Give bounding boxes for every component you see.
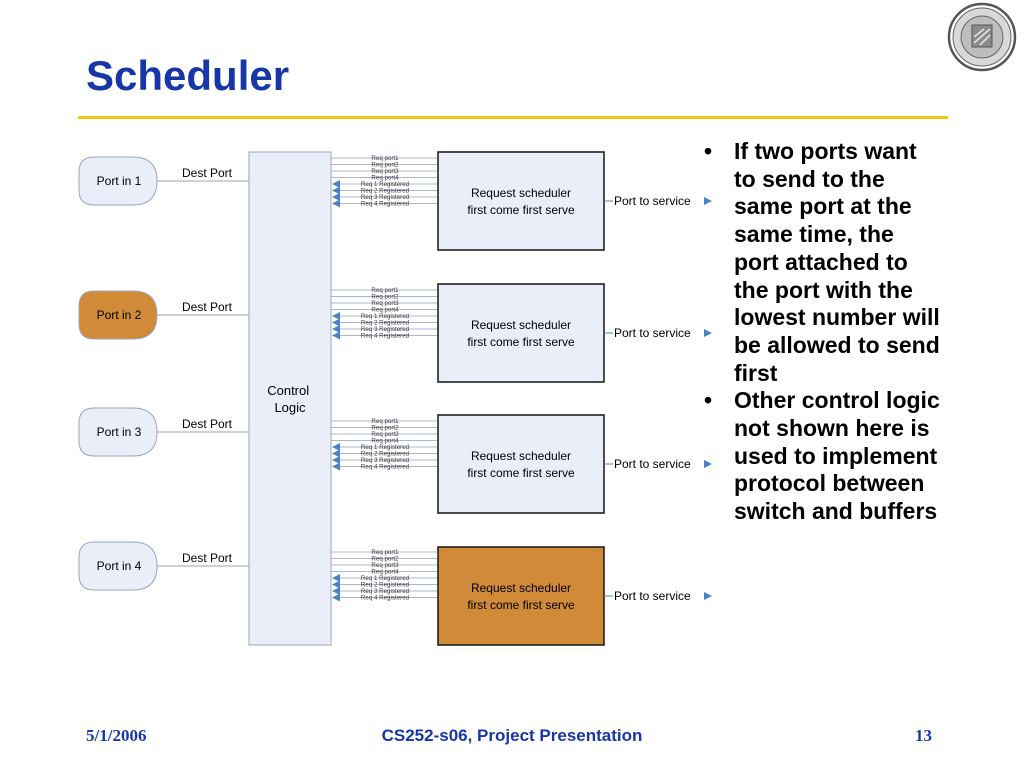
scheduler-line2: first come first serve <box>467 203 575 217</box>
port-shape <box>78 407 158 457</box>
signal-label: Req 2 Registered <box>361 320 410 327</box>
signal-label: Req 4 Registered <box>361 201 410 208</box>
scheduler-line1: Request scheduler <box>471 318 571 332</box>
scheduler-box <box>437 151 605 251</box>
footer-page-number: 13 <box>915 726 932 745</box>
port-in-2: Port in 2 Dest Port <box>78 290 249 340</box>
bullet-item: If two ports want to send to the same po… <box>700 138 940 387</box>
slide-title: Scheduler <box>86 52 290 99</box>
title-underline <box>78 116 948 119</box>
scheduler-box <box>437 283 605 383</box>
dest-port-label: Dest Port <box>182 300 233 314</box>
port-label: Port in 1 <box>97 174 142 188</box>
scheduler-line2: first come first serve <box>467 335 575 349</box>
bullet-item: Other control logic not shown here is us… <box>700 387 940 526</box>
port-label: Port in 4 <box>97 559 142 573</box>
signal-label: Req 4 Registered <box>361 333 410 340</box>
dest-port-label: Dest Port <box>182 166 233 180</box>
signal-label: Req 4 Registered <box>361 595 410 602</box>
signal-label: Req port4 <box>371 175 399 182</box>
scheduler-line1: Request scheduler <box>471 581 571 595</box>
output-arrow-icon <box>704 592 712 600</box>
signal-label: Req port1 <box>371 418 399 425</box>
signal-label: Req 2 Registered <box>361 451 410 458</box>
scheduler-line2: first come first serve <box>467 466 575 480</box>
output-label: Port to service <box>614 589 691 603</box>
signal-label: Req port1 <box>371 155 399 162</box>
bullet-list: If two ports want to send to the same po… <box>700 138 940 526</box>
signal-label: Req 1 Registered <box>361 181 410 188</box>
output-label: Port to service <box>614 194 691 208</box>
signal-label: Req 2 Registered <box>361 582 410 589</box>
scheduler-line2: first come first serve <box>467 598 575 612</box>
port-shape <box>78 156 158 206</box>
signal-label: Req port3 <box>371 431 399 438</box>
signal-label: Req port2 <box>371 294 399 301</box>
scheduler-line1: Request scheduler <box>471 186 571 200</box>
signal-label: Req port4 <box>371 569 399 576</box>
port-in-4: Port in 4 Dest Port <box>78 541 249 591</box>
signal-label: Req 3 Registered <box>361 588 410 595</box>
signal-label: Req port1 <box>371 549 399 556</box>
dest-port-label: Dest Port <box>182 551 233 565</box>
signal-label: Req port3 <box>371 562 399 569</box>
scheduler-line1: Request scheduler <box>471 449 571 463</box>
control-logic-box <box>248 151 332 646</box>
output-label: Port to service <box>614 326 691 340</box>
port-shape <box>78 541 158 591</box>
signal-label: Req port3 <box>371 168 399 175</box>
port-shape <box>78 290 158 340</box>
port-in-1: Port in 1 Dest Port <box>78 156 249 206</box>
signal-label: Req port4 <box>371 438 399 445</box>
scheduler-box <box>437 414 605 514</box>
signal-label: Req port4 <box>371 307 399 314</box>
dest-port-label: Dest Port <box>182 417 233 431</box>
signal-label: Req 3 Registered <box>361 326 410 333</box>
signal-label: Req port2 <box>371 556 399 563</box>
signal-label: Req 1 Registered <box>361 575 410 582</box>
signal-label: Req port1 <box>371 287 399 294</box>
control-logic-label: Control Logic <box>267 383 313 415</box>
signal-label: Req 2 Registered <box>361 188 410 195</box>
signal-label: Req port3 <box>371 300 399 307</box>
signal-label: Req port2 <box>371 162 399 169</box>
signal-label: Req 3 Registered <box>361 457 410 464</box>
port-label: Port in 3 <box>97 425 142 439</box>
footer-title: CS252-s06, Project Presentation <box>381 726 643 745</box>
signal-label: Req 4 Registered <box>361 464 410 471</box>
output-label: Port to service <box>614 457 691 471</box>
port-label: Port in 2 <box>97 308 142 322</box>
signal-label: Req 3 Registered <box>361 194 410 201</box>
signal-label: Req port2 <box>371 425 399 432</box>
university-seal-icon <box>947 2 1017 72</box>
scheduler-box <box>437 546 605 646</box>
port-in-3: Port in 3 Dest Port <box>78 407 249 457</box>
signal-label: Req 1 Registered <box>361 444 410 451</box>
signal-label: Req 1 Registered <box>361 313 410 320</box>
footer-date: 5/1/2006 <box>86 726 147 745</box>
